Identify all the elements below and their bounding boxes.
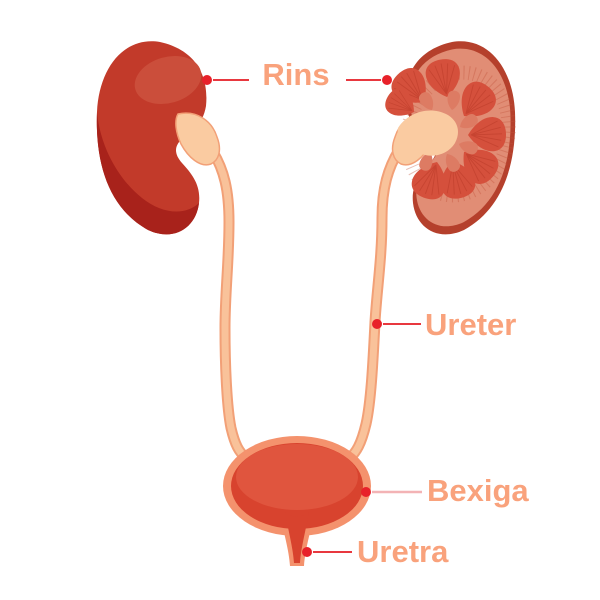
leader-dot	[361, 487, 371, 497]
leader-rins-left	[202, 75, 249, 85]
bladder-highlight	[236, 444, 358, 510]
leader-rins-right	[346, 75, 392, 85]
leader-uretra	[302, 547, 352, 557]
leader-dot	[382, 75, 392, 85]
leader-dot	[202, 75, 212, 85]
label-ureter: Ureter	[425, 307, 517, 342]
leader-dot	[302, 547, 312, 557]
urethra	[285, 512, 309, 563]
left-kidney-shadow	[96, 112, 199, 235]
right-kidney-cross-section	[380, 41, 516, 235]
leader-ureter	[372, 319, 421, 329]
label-bexiga: Bexiga	[427, 473, 529, 508]
left-ureter-tube	[207, 146, 252, 464]
bladder	[223, 436, 371, 566]
cortex-striations	[400, 65, 516, 203]
left-kidney	[96, 41, 221, 235]
right-ureter-tube	[344, 144, 405, 464]
left-kidney-highlight	[134, 55, 202, 105]
leader-dot	[372, 319, 382, 329]
label-rins: Rins	[262, 57, 330, 92]
leader-bexiga	[361, 487, 422, 497]
right-renal-pelvis	[397, 110, 458, 156]
label-uretra: Uretra	[357, 534, 449, 569]
left-renal-pelvis	[175, 112, 221, 166]
